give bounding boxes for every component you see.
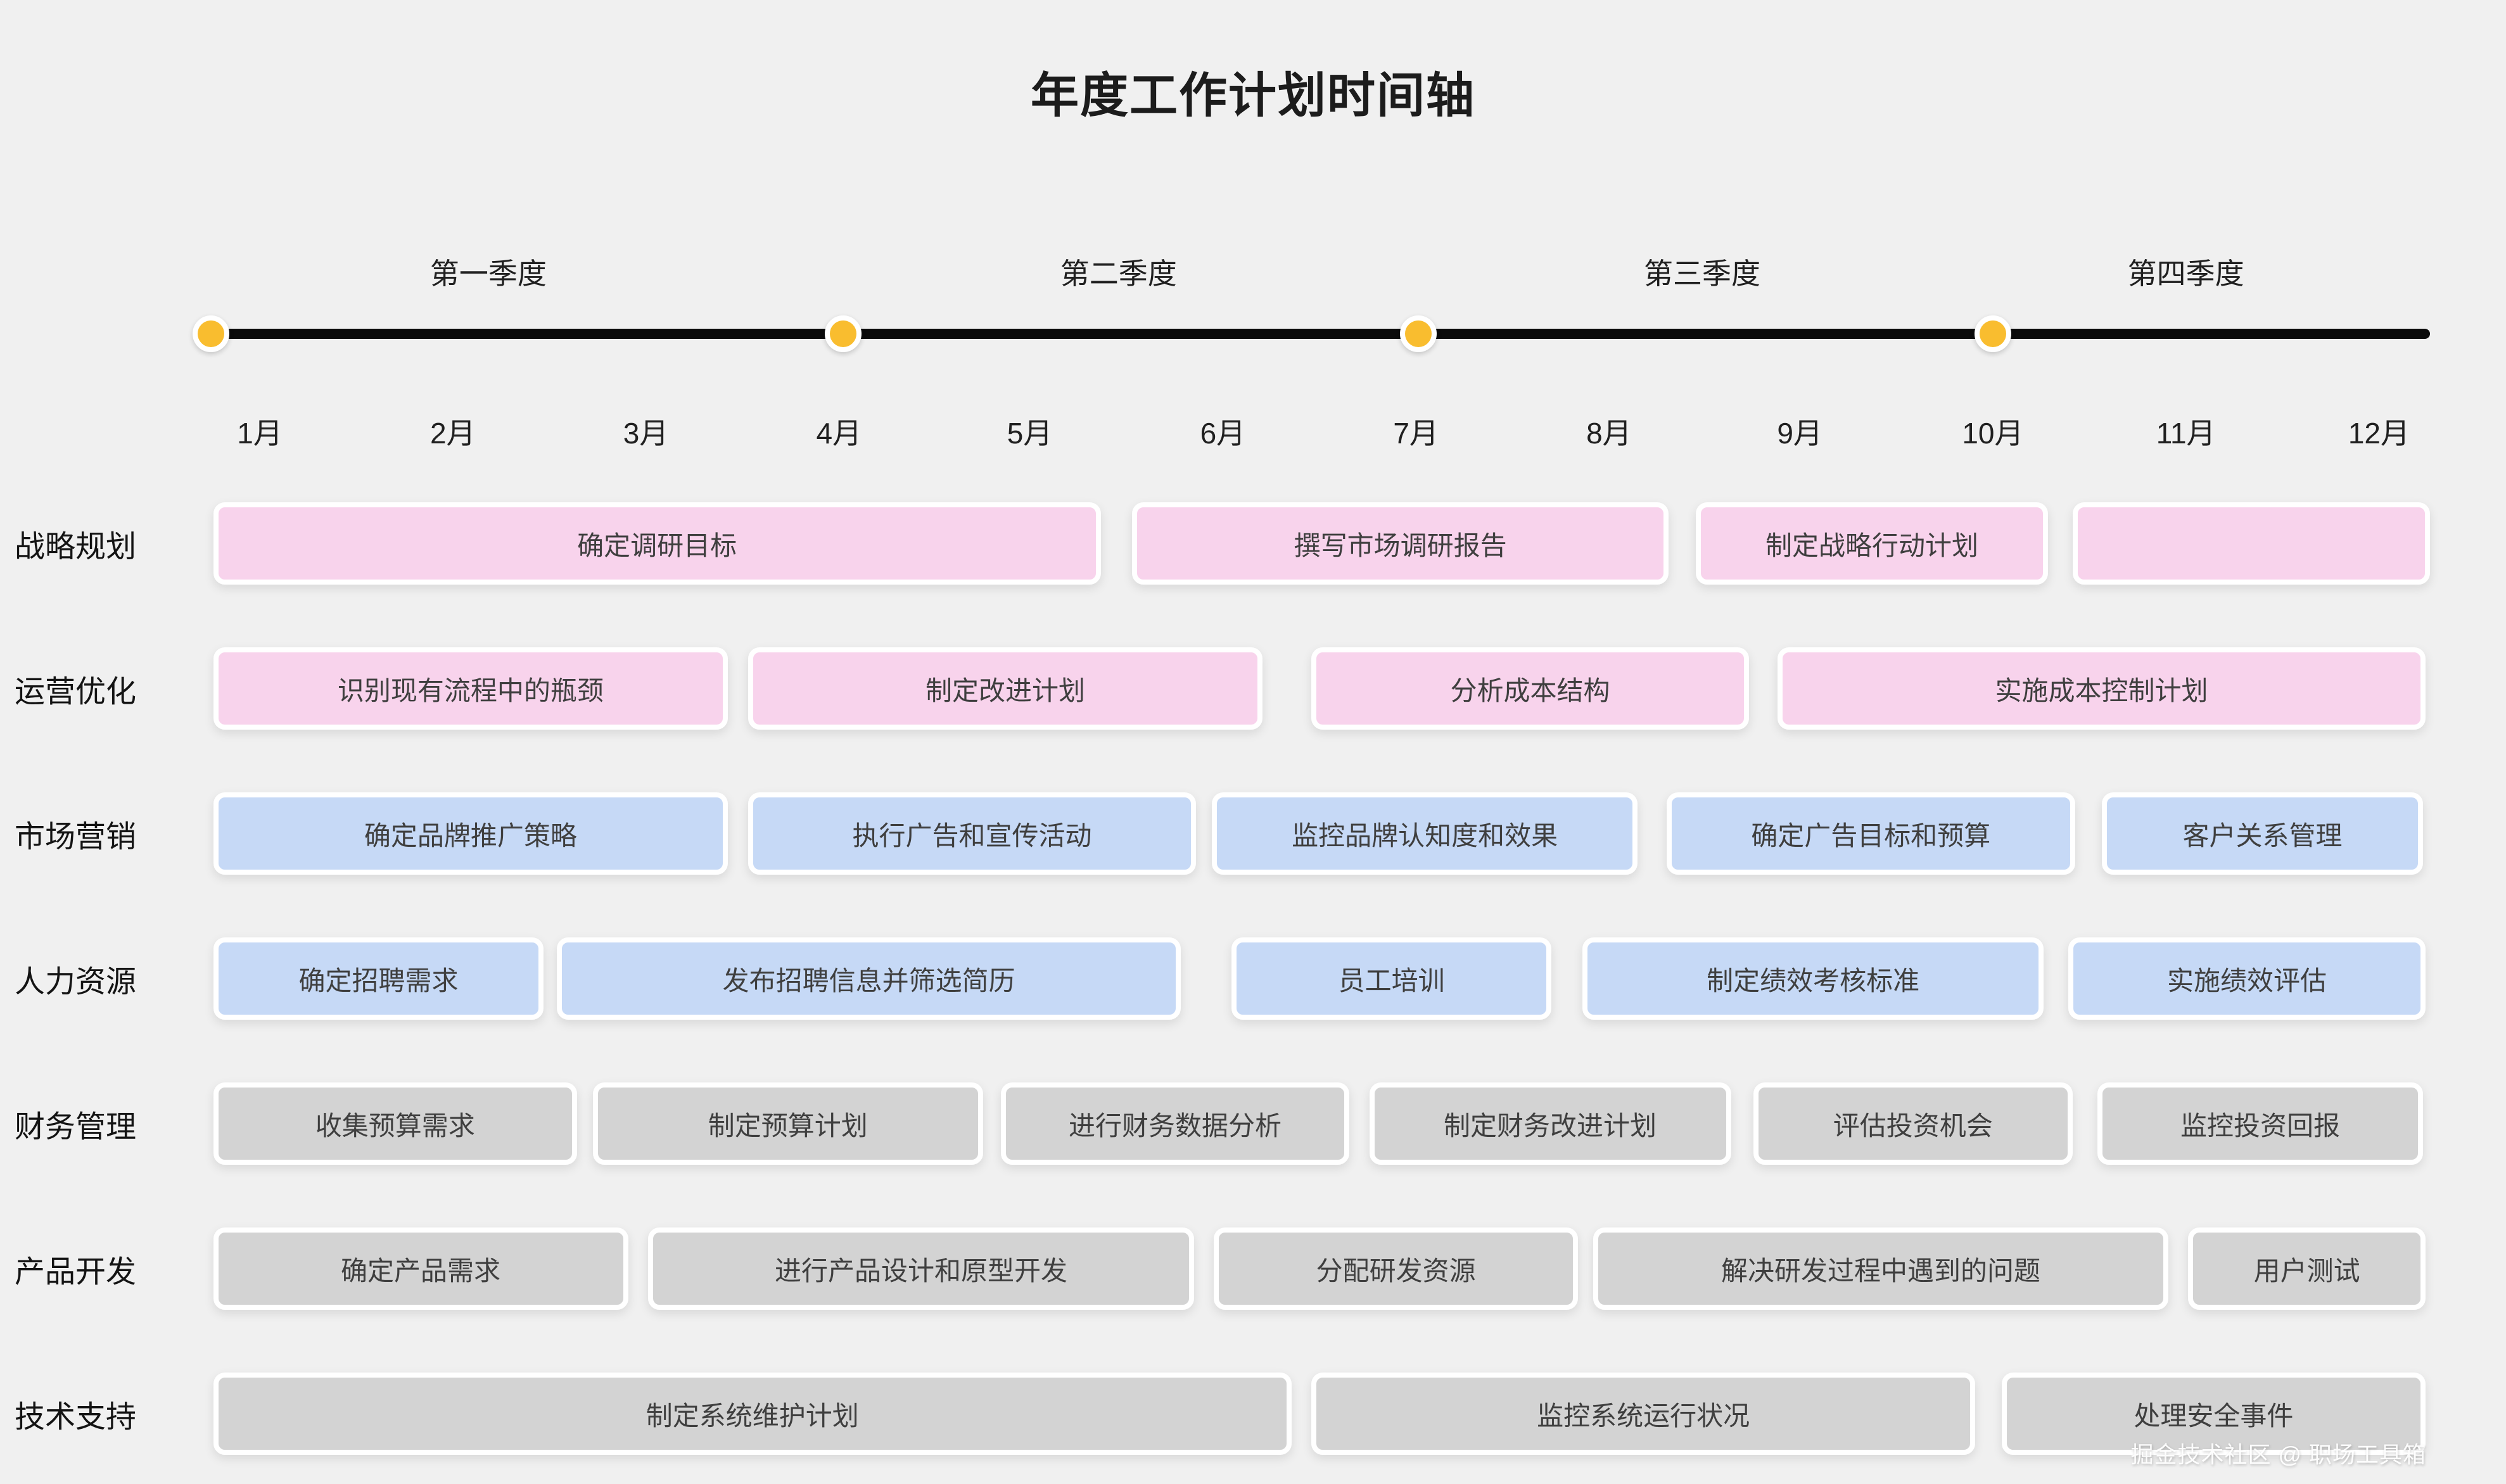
watermark: 掘金技术社区 @ 职场工具箱 [2130, 1442, 2426, 1468]
task-bar: 评估投资机会 [1753, 1082, 2073, 1165]
task-bar: 监控品牌认知度和效果 [1211, 792, 1638, 875]
task-bar: 实施绩效评估 [2068, 937, 2426, 1020]
month-label: 12月 [2348, 417, 2410, 450]
quarter-marker-dot [193, 315, 229, 352]
month-label: 8月 [1586, 417, 1632, 450]
task-bar: 执行广告和宣传活动 [747, 792, 1197, 875]
month-label: 10月 [1962, 417, 2024, 450]
task-bar: 制定战略行动计划 [1695, 502, 2049, 585]
task-bar: 确定品牌推广策略 [213, 792, 728, 875]
month-label: 3月 [623, 417, 669, 450]
task-bar: 制定系统维护计划 [213, 1373, 1292, 1455]
task-bar: 进行财务数据分析 [1001, 1082, 1350, 1165]
quarter-label: 第四季度 [2127, 257, 2244, 290]
category-label: 市场营销 [15, 820, 137, 854]
category-label: 运营优化 [15, 675, 137, 709]
task-row: 确定品牌推广策略执行广告和宣传活动监控品牌认知度和效果确定广告目标和预算客户关系… [211, 792, 2430, 875]
month-label: 4月 [816, 417, 862, 450]
quarter-label-row: 第一季度 第二季度 第三季度 第四季度 [211, 251, 2430, 290]
task-row: 收集预算需求制定预算计划进行财务数据分析制定财务改进计划评估投资机会监控投资回报 [211, 1082, 2430, 1165]
category-label: 人力资源 [15, 965, 137, 999]
page-title: 年度工作计划时间轴 [1031, 68, 1475, 123]
task-bar: 撰写市场调研报告 [1131, 502, 1669, 585]
task-bar: 解决研发过程中遇到的问题 [1593, 1227, 2168, 1310]
task-bar: 制定预算计划 [592, 1082, 984, 1165]
task-bar: 收集预算需求 [213, 1082, 577, 1165]
quarter-label: 第一季度 [429, 257, 547, 290]
task-bar: 监控投资回报 [2097, 1082, 2424, 1165]
task-bar: 制定绩效考核标准 [1582, 937, 2044, 1020]
month-label: 5月 [1007, 417, 1053, 450]
task-bar: 监控系统运行状况 [1311, 1373, 1975, 1455]
task-bar: 客户关系管理 [2101, 792, 2424, 875]
task-bar: 确定产品需求 [213, 1227, 628, 1310]
task-row: 制定系统维护计划监控系统运行状况处理安全事件 [211, 1373, 2430, 1455]
quarter-marker-dot [1974, 315, 2011, 352]
task-row: 确定调研目标撰写市场调研报告制定战略行动计划 [211, 502, 2430, 585]
task-bar: 分配研发资源 [1214, 1227, 1578, 1310]
month-label-row: 1月 2月 3月 4月 5月 6月 7月 8月 9月 10月 11月 12月 [211, 410, 2430, 450]
quarter-marker-dot [1399, 315, 1437, 352]
task-bar: 处理安全事件 [2001, 1373, 2426, 1455]
task-bar: 制定改进计划 [747, 647, 1263, 730]
task-bar: 确定招聘需求 [213, 937, 544, 1020]
task-bar: 实施成本控制计划 [1778, 647, 2426, 730]
task-row: 确定产品需求进行产品设计和原型开发分配研发资源解决研发过程中遇到的问题用户测试 [211, 1227, 2430, 1310]
task-row: 识别现有流程中的瓶颈制定改进计划分析成本结构实施成本控制计划 [211, 647, 2430, 730]
category-label: 战略规划 [15, 530, 137, 564]
timeline-axis [193, 315, 2430, 352]
task-bar: 分析成本结构 [1311, 647, 1749, 730]
month-label: 9月 [1777, 417, 1822, 450]
task-bar: 员工培训 [1231, 937, 1551, 1020]
quarter-label: 第二季度 [1060, 257, 1177, 290]
task-bar: 制定财务改进计划 [1369, 1082, 1731, 1165]
task-bar: 识别现有流程中的瓶颈 [213, 647, 728, 730]
task-bar: 发布招聘信息并筛选简历 [557, 937, 1181, 1020]
quarter-marker-dot [825, 315, 862, 352]
month-label: 2月 [430, 417, 476, 450]
task-bar: 确定调研目标 [213, 502, 1101, 585]
category-label: 技术支持 [15, 1400, 137, 1434]
quarter-label: 第三季度 [1644, 257, 1761, 290]
task-row: 确定招聘需求发布招聘信息并筛选简历员工培训制定绩效考核标准实施绩效评估 [211, 937, 2430, 1020]
month-label: 6月 [1200, 417, 1246, 450]
task-bar: 进行产品设计和原型开发 [648, 1227, 1194, 1310]
task-bar: 确定广告目标和预算 [1666, 792, 2075, 875]
month-label: 1月 [237, 417, 283, 450]
category-label: 产品开发 [15, 1255, 137, 1289]
month-label: 7月 [1393, 417, 1439, 450]
category-label: 财务管理 [15, 1110, 137, 1144]
task-bar: 用户测试 [2188, 1227, 2426, 1310]
month-label: 11月 [2156, 417, 2216, 450]
task-bar-empty [2073, 502, 2430, 585]
